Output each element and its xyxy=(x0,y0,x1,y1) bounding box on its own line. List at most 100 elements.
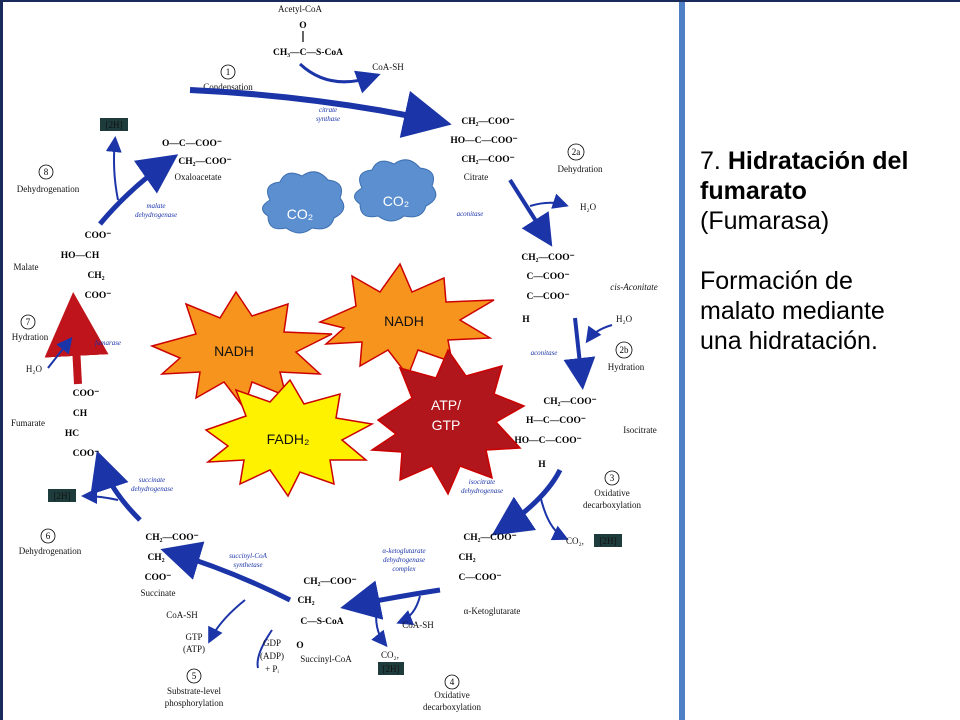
krebs-cycle-diagram: Acetyl-CoA O CH₃—C—S-CoA CoA-SH 1 Conden… xyxy=(11,4,658,712)
scs-1: succinyl-CoA xyxy=(229,552,267,560)
adp-label: (ADP) xyxy=(260,651,284,661)
succoa-oxygen: O xyxy=(296,641,303,651)
vertical-divider xyxy=(679,0,685,720)
isocitrate-label: Isocitrate xyxy=(623,425,656,435)
co2-cloud-2-text: CO₂ xyxy=(383,193,409,209)
nadh-1-text: NADH xyxy=(384,313,424,329)
description-line-3: una hidratación. xyxy=(700,327,878,355)
heading-bold-1: Hidratación del xyxy=(727,147,909,175)
scs-arrow xyxy=(160,541,292,603)
step-number: 7. xyxy=(700,147,721,175)
idh-1: isocitrate xyxy=(469,478,495,486)
akg-struct-2: CH₂ xyxy=(458,553,475,563)
idh-arrow xyxy=(491,468,563,536)
cis-aconitate-label: cis-Aconitate xyxy=(610,282,657,292)
fumarate-struct-3: HC xyxy=(65,429,79,439)
citrate-label: Citrate xyxy=(464,172,489,182)
step3-number: 3 xyxy=(610,473,615,483)
malate-struct-2: HO—CH xyxy=(61,251,100,261)
co2-4: CO₂, xyxy=(381,650,399,660)
fumarate-label: Fumarate xyxy=(11,418,45,428)
idh-2: dehydrogenase xyxy=(461,487,503,495)
succoa-struct-1: CH₂—COO⁻ xyxy=(303,577,356,587)
step2b-number: 2b xyxy=(620,345,630,355)
coa-sh-5: CoA-SH xyxy=(166,610,198,620)
cis-aconitate-struct-2: C—COO⁻ xyxy=(526,272,569,282)
sdh-1: succinate xyxy=(139,476,165,484)
decarboxylation-3: decarboxylation xyxy=(583,500,641,510)
nadh-star-2: NADH xyxy=(149,290,333,410)
hydration-2b-label: Hydration xyxy=(608,362,645,372)
pi-label: + Pᵢ xyxy=(265,664,279,674)
acetyl-coa-label: Acetyl-CoA xyxy=(278,4,322,14)
h2-4-badge: [2H] xyxy=(383,664,400,674)
cis-aconitate-struct-4: H xyxy=(522,315,530,325)
succinate-struct-2: CH₂ xyxy=(147,553,164,563)
dehydration-label: Dehydration xyxy=(558,164,603,174)
spacer xyxy=(700,236,950,266)
step2a-number: 2a xyxy=(572,147,581,157)
coa-release-arrow xyxy=(298,62,381,94)
aconitase-2: aconitase xyxy=(531,349,558,357)
atp-gtp-text-1: ATP/ xyxy=(431,397,461,413)
isocitrate-struct-1: CH₂—COO⁻ xyxy=(543,397,596,407)
frame-top xyxy=(0,0,960,2)
citrate-struct-2: HO—C—COO⁻ xyxy=(450,136,517,146)
succinate-struct-1: CH₂—COO⁻ xyxy=(145,533,198,543)
aconitase-arrow-2 xyxy=(563,317,596,390)
oxidative-3: Oxidative xyxy=(594,488,630,498)
gtp-label: GTP xyxy=(185,632,202,642)
isocitrate-struct-3: HO—C—COO⁻ xyxy=(514,436,581,446)
enzyme-name: (Fumarasa) xyxy=(700,207,830,235)
succoa-struct-3: C—S-CoA xyxy=(300,617,343,627)
dehydrogenation-8: Dehydrogenation xyxy=(17,184,80,194)
citrate-struct-3: CH₂—COO⁻ xyxy=(461,155,514,165)
mdh-arrow xyxy=(98,154,179,226)
substrate-1: Substrate-level xyxy=(167,686,221,696)
h2o-2a: H₂O xyxy=(580,202,597,212)
isocitrate-struct-2: H—C—COO⁻ xyxy=(526,416,586,426)
citrate-struct-1: CH₂—COO⁻ xyxy=(461,117,514,127)
oxidative-4: Oxidative xyxy=(434,690,470,700)
coa-sh-top: CoA-SH xyxy=(372,62,404,72)
citrate-synthase-1: citrate xyxy=(319,106,337,114)
succinate-struct-3: COO⁻ xyxy=(145,573,172,583)
akg-struct-1: CH₂—COO⁻ xyxy=(463,533,516,543)
oxaloacetate-struct-1: O—C—COO⁻ xyxy=(162,139,222,149)
akgdh-3: complex xyxy=(392,565,416,573)
h2o-2b: H₂O xyxy=(616,314,633,324)
malate-struct-4: COO⁻ xyxy=(85,291,112,301)
akg-struct-3: C—COO⁻ xyxy=(458,573,501,583)
fumarase-arrow xyxy=(44,292,109,385)
fumarase-enzyme: fumarase xyxy=(95,339,121,347)
step1-number: 1 xyxy=(226,67,231,77)
fadh2-star: FADH₂ xyxy=(204,378,375,498)
malate-struct-3: CH₂ xyxy=(87,271,104,281)
heading-line-1: 7. Hidratación del xyxy=(700,146,950,176)
h2-8-badge: [2H] xyxy=(106,120,123,130)
succoa-struct-2: CH₂ xyxy=(297,596,314,606)
malate-label: Malate xyxy=(14,262,39,272)
heading-bold-2: fumarato xyxy=(700,177,807,205)
mdh-1: malate xyxy=(146,202,165,210)
acetyl-oxygen: O xyxy=(299,21,306,31)
scs-2: synthetase xyxy=(233,561,262,569)
h2-6-badge: [2H] xyxy=(54,491,71,501)
gdp-label: GDP xyxy=(263,638,281,648)
nadh-star-1: NADH xyxy=(317,262,495,378)
atp-label: (ATP) xyxy=(183,644,205,654)
hydration-7: Hydration xyxy=(12,332,49,342)
h2-3-badge: [2H] xyxy=(600,536,617,546)
step6-number: 6 xyxy=(46,531,51,541)
co2-cloud-1-text: CO₂ xyxy=(287,206,313,222)
fumarate-struct-1: COO⁻ xyxy=(73,389,100,399)
cis-aconitate-struct-3: C—COO⁻ xyxy=(526,292,569,302)
akgdh-2: dehydrogenase xyxy=(383,556,425,564)
atp-gtp-text-2: GTP xyxy=(432,417,461,433)
step8-number: 8 xyxy=(44,167,49,177)
succinate-label: Succinate xyxy=(141,588,176,598)
co2-3: CO₂, xyxy=(566,536,584,546)
atp-gtp-star: ATP/ GTP xyxy=(369,348,526,496)
malate-struct-1: COO⁻ xyxy=(85,231,112,241)
krebs-cycle-svg: Acetyl-CoA O CH₃—C—S-CoA CoA-SH 1 Conden… xyxy=(11,4,658,712)
